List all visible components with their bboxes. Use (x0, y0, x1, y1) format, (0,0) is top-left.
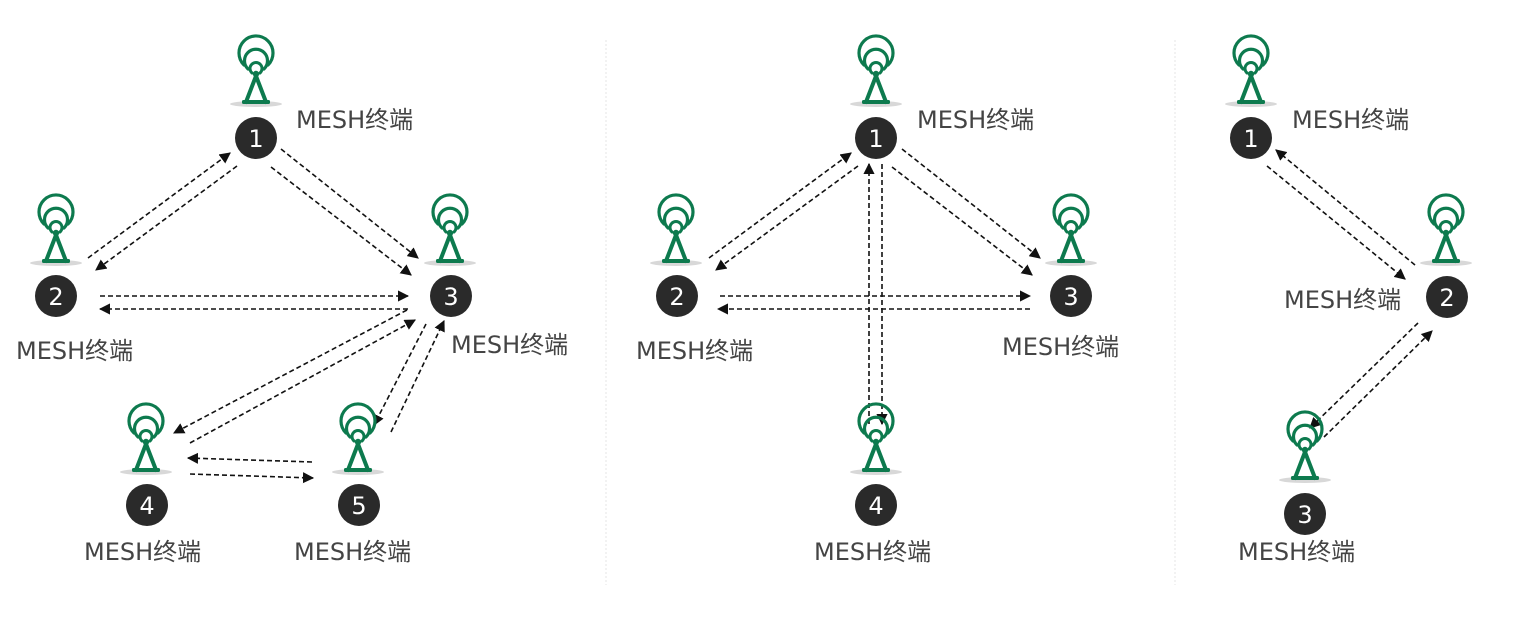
node-number: 2 (1439, 284, 1454, 312)
mesh-node-3: 3 MESH终端 (1238, 409, 1355, 566)
mesh-node-3: 3 MESH终端 (1002, 192, 1119, 361)
link-3-4 (173, 309, 416, 444)
link-2-3 (716, 290, 1032, 315)
node-label: MESH终端 (814, 538, 931, 566)
node-label: MESH终端 (16, 337, 133, 365)
node-number: 4 (868, 492, 883, 520)
mesh-node-4: 4 MESH终端 (84, 401, 201, 566)
mesh-node-2: 2 MESH终端 (16, 192, 133, 365)
antenna-tower-icon (330, 401, 386, 477)
node-label: MESH终端 (451, 331, 568, 359)
panel-1: 1 MESH终端 2 MESH终端 3 MESH终端 4 MESH终端 (16, 33, 568, 566)
mesh-node-2: 2 MESH终端 (636, 192, 753, 365)
number-badge (656, 275, 698, 317)
link-1-3 (270, 148, 419, 276)
node-number: 1 (1243, 125, 1258, 153)
link-1-4 (863, 162, 888, 426)
mesh-node-3: 3 MESH终端 (422, 192, 568, 359)
antenna-tower-icon (1043, 192, 1099, 268)
antenna-tower-icon (1277, 409, 1333, 485)
node-label: MESH终端 (917, 106, 1034, 134)
mesh-node-4: 4 MESH终端 (814, 401, 931, 566)
antenna-tower-icon (1223, 33, 1279, 109)
antenna-tower-icon (1418, 192, 1474, 268)
number-badge (855, 484, 897, 526)
mesh-node-2: 2 MESH终端 (1284, 192, 1474, 318)
number-badge (855, 117, 897, 159)
node-number: 3 (443, 283, 458, 311)
number-badge (338, 484, 380, 526)
link-3-5 (373, 319, 445, 433)
mesh-node-1: 1 MESH终端 (228, 33, 413, 159)
node-label: MESH终端 (84, 538, 201, 566)
node-label: MESH终端 (296, 106, 413, 134)
mesh-node-5: 5 MESH终端 (294, 401, 411, 566)
node-number: 1 (868, 125, 883, 153)
link-1-2 (708, 152, 859, 271)
panel-2: 1 MESH终端 2 MESH终端 3 MESH终端 4 MESH终端 (636, 33, 1119, 566)
node-number: 2 (48, 283, 63, 311)
number-badge (235, 117, 277, 159)
node-number: 2 (669, 283, 684, 311)
link-2-3 (1309, 322, 1433, 438)
node-number: 3 (1063, 283, 1078, 311)
link-4-5 (186, 452, 315, 484)
antenna-tower-icon (848, 33, 904, 109)
link-1-3 (891, 148, 1041, 276)
mesh-node-1: 1 MESH终端 (1223, 33, 1409, 159)
node-label: MESH终端 (636, 337, 753, 365)
number-badge (35, 275, 77, 317)
number-badge (1050, 275, 1092, 317)
number-badge (430, 275, 472, 317)
panel-3: 1 MESH终端 2 MESH终端 3 MESH终端 (1223, 33, 1474, 566)
node-label: MESH终端 (1292, 106, 1409, 134)
number-badge (1426, 276, 1468, 318)
antenna-tower-icon (228, 33, 284, 109)
antenna-tower-icon (422, 192, 478, 268)
antenna-tower-icon (848, 401, 904, 477)
node-number: 3 (1297, 501, 1312, 529)
number-badge (1230, 117, 1272, 159)
antenna-tower-icon (648, 192, 704, 268)
antenna-tower-icon (118, 401, 174, 477)
mesh-node-1: 1 MESH终端 (848, 33, 1034, 159)
number-badge (1284, 493, 1326, 535)
antenna-tower-icon (28, 192, 84, 268)
link-1-2 (87, 152, 238, 271)
node-label: MESH终端 (1284, 286, 1401, 314)
link-2-3 (98, 290, 410, 315)
node-number: 1 (248, 125, 263, 153)
node-number: 5 (351, 492, 366, 520)
node-label: MESH终端 (1002, 333, 1119, 361)
node-number: 4 (139, 492, 154, 520)
link-1-2 (1266, 149, 1416, 280)
node-label: MESH终端 (1238, 538, 1355, 566)
node-label: MESH终端 (294, 538, 411, 566)
number-badge (126, 484, 168, 526)
